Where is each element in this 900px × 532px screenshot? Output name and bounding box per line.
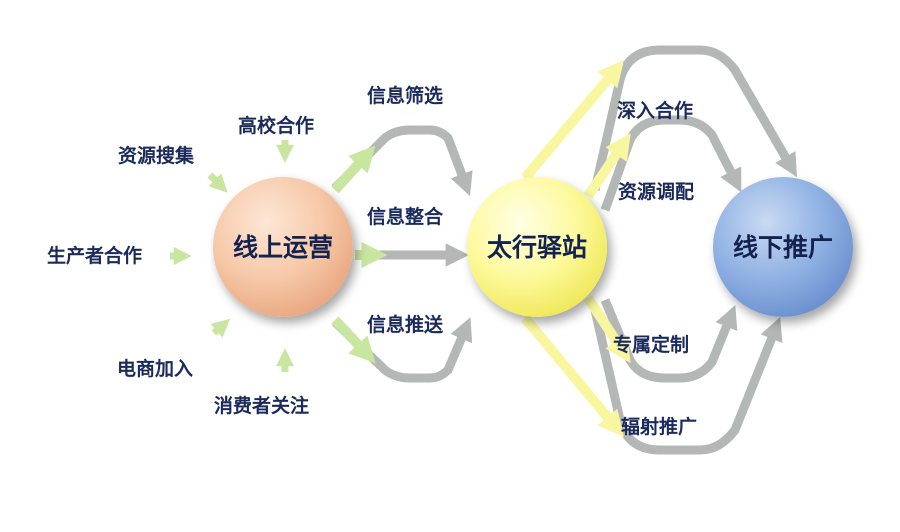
- label-deep-cooperation: 深入合作: [617, 100, 694, 122]
- gray-link-push: [331, 317, 473, 383]
- gray-link-radiate: [590, 309, 783, 455]
- label-info-push: 信息推送: [367, 314, 444, 336]
- node-station-label: 太行驿站: [486, 232, 587, 262]
- yellow-link-deep: [521, 60, 625, 182]
- label-resource-allocation: 资源调配: [618, 181, 695, 203]
- yellow-link-radiate: [521, 314, 624, 437]
- label-radiate: 辐射推广: [621, 416, 698, 438]
- node-offline-label: 线下推广: [732, 232, 833, 262]
- green-links-left: [331, 145, 388, 364]
- gray-link-custom: [600, 298, 738, 383]
- label-resources: 资源搜集: [118, 145, 195, 167]
- gray-link-deep: [590, 45, 798, 191]
- label-university: 高校合作: [238, 115, 315, 137]
- gray-links-right: [590, 45, 798, 455]
- arrow-ecommerce: [210, 318, 231, 338]
- label-consumer: 消费者关注: [214, 395, 310, 417]
- gray-link-allocate: [600, 115, 742, 212]
- node-online-operation: 线上运营: [213, 177, 353, 317]
- yellow-link-allocate: [583, 133, 631, 199]
- label-ecommerce: 电商加入: [117, 358, 194, 380]
- gray-link-filter: [331, 125, 473, 197]
- input-arrows: [170, 140, 295, 372]
- label-info-integrate: 信息整合: [367, 206, 444, 228]
- yellow-links-right: [521, 60, 631, 437]
- node-taihang-station: 太行驿站: [467, 177, 607, 317]
- label-info-filter: 信息筛选: [367, 85, 444, 107]
- arrow-resources: [207, 172, 228, 193]
- node-offline-promotion: 线下推广: [713, 177, 853, 317]
- node-online-label: 线上运营: [232, 232, 333, 262]
- label-producer: 生产者合作: [47, 245, 143, 267]
- yellow-link-custom: [583, 295, 631, 364]
- green-link-push: [331, 316, 376, 364]
- green-link-filter: [331, 145, 376, 194]
- label-custom: 专属定制: [613, 334, 690, 356]
